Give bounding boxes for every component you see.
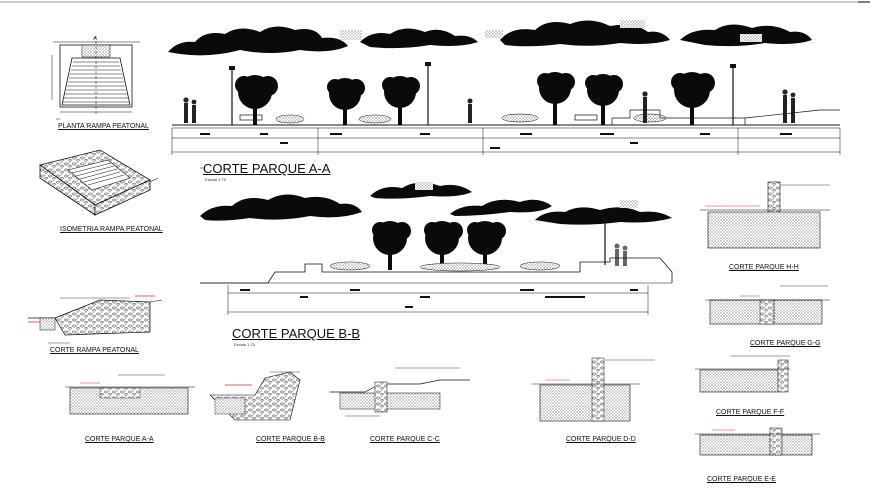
detail-ee-drawing <box>695 427 820 456</box>
label-detail-ff: CORTE PARQUE F-F <box>716 409 785 416</box>
label-corte-rampa: CORTE RAMPA PEATONAL <box>50 347 139 354</box>
detail-hh-drawing <box>700 181 830 271</box>
detail-dd-drawing <box>532 357 655 422</box>
corte-bb-main-drawing <box>200 182 673 315</box>
detail-bb-drawing <box>209 371 301 421</box>
label-isometria-rampa: ISOMETRIA RAMPA PEATONAL <box>60 226 163 233</box>
detail-aa-drawing <box>65 374 195 415</box>
label-detail-aa: CORTE PARQUE A-A <box>85 436 154 443</box>
svg-text:A: A <box>93 36 97 42</box>
label-detail-ee: CORTE PARQUE E-E <box>707 476 776 483</box>
detail-cc-drawing <box>330 367 470 417</box>
scale-corte-aa-main: Escala 1:75 <box>205 177 226 182</box>
label-detail-gg: CORTE PARQUE G-G <box>750 340 821 347</box>
planta-rampa-drawing: A <box>51 36 140 120</box>
detail-gg-drawing <box>705 285 830 325</box>
scale-corte-bb-main: Escala 1:75 <box>234 342 255 347</box>
label-corte-bb-main: CORTE PARQUE B-B <box>232 326 361 341</box>
label-detail-cc: CORTE PARQUE C-C <box>370 436 440 443</box>
label-detail-hh: CORTE PARQUE H-H <box>729 264 799 271</box>
corte-rampa-drawing <box>28 295 163 344</box>
isometria-rampa-drawing <box>39 149 159 216</box>
detail-ff-drawing <box>695 355 790 393</box>
label-corte-aa-main: CORTE PARQUE A-A <box>203 161 331 176</box>
corte-aa-main-drawing <box>168 20 841 169</box>
label-detail-bb: CORTE PARQUE B-B <box>256 436 325 443</box>
label-planta-rampa: PLANTA RAMPA PEATONAL <box>58 123 149 130</box>
label-detail-dd: CORTE PARQUE D-D <box>566 436 636 443</box>
